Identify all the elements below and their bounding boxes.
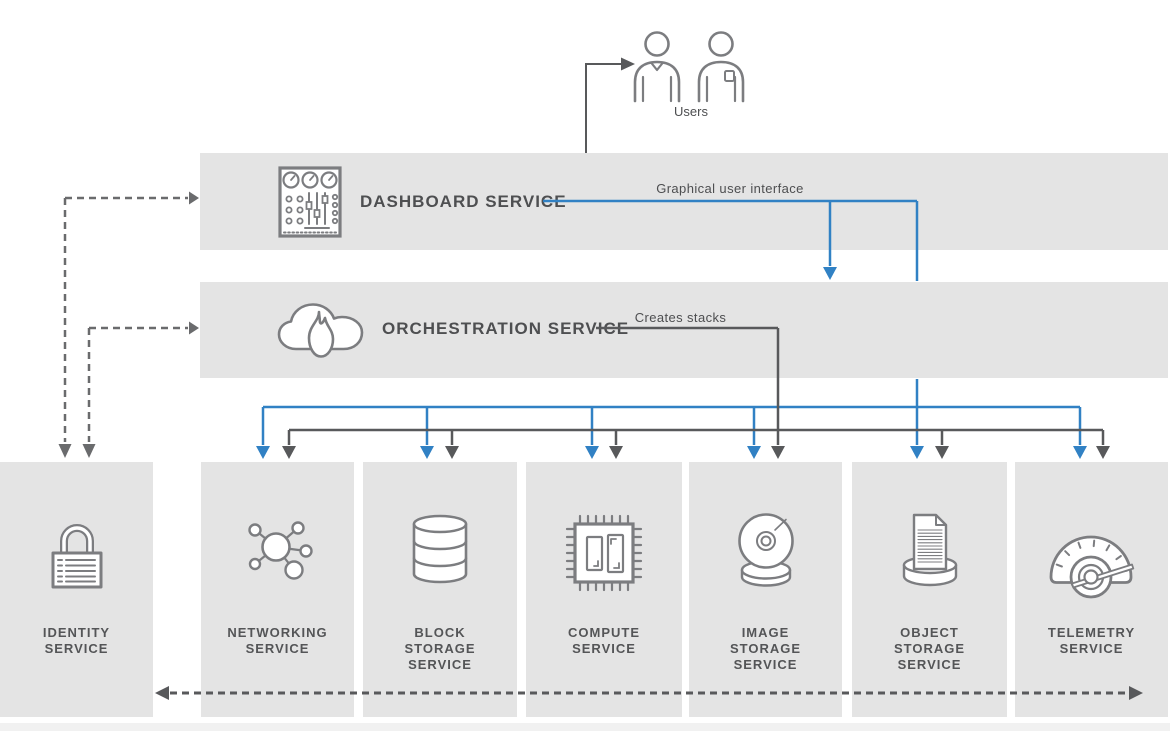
identity-dashboard-dashed-connector (58, 191, 199, 458)
network-nodes-icon (241, 517, 315, 590)
dashboard-service-band (200, 153, 1168, 250)
database-icon (411, 514, 469, 589)
disc-icon (729, 512, 803, 595)
chip-icon (565, 514, 643, 597)
gauge-icon (1048, 520, 1136, 605)
users-connector (585, 57, 635, 153)
padlock-icon (45, 515, 109, 596)
identity-orchestration-dashed-connector (82, 321, 199, 458)
cloud-flame-icon (275, 298, 367, 369)
document-stack-icon (897, 512, 963, 595)
control-panel-icon (278, 166, 342, 243)
gui-annotation: Graphical user interface (656, 181, 804, 196)
users-label: Users (674, 104, 708, 119)
dashboard-service-label: DASHBOARD SERVICE (360, 192, 567, 211)
bottom-strip (0, 723, 1170, 731)
users-icon (630, 31, 750, 110)
stacks-annotation: Creates stacks (634, 310, 727, 325)
orchestration-service-label: ORCHESTRATION SERVICE (382, 319, 630, 338)
